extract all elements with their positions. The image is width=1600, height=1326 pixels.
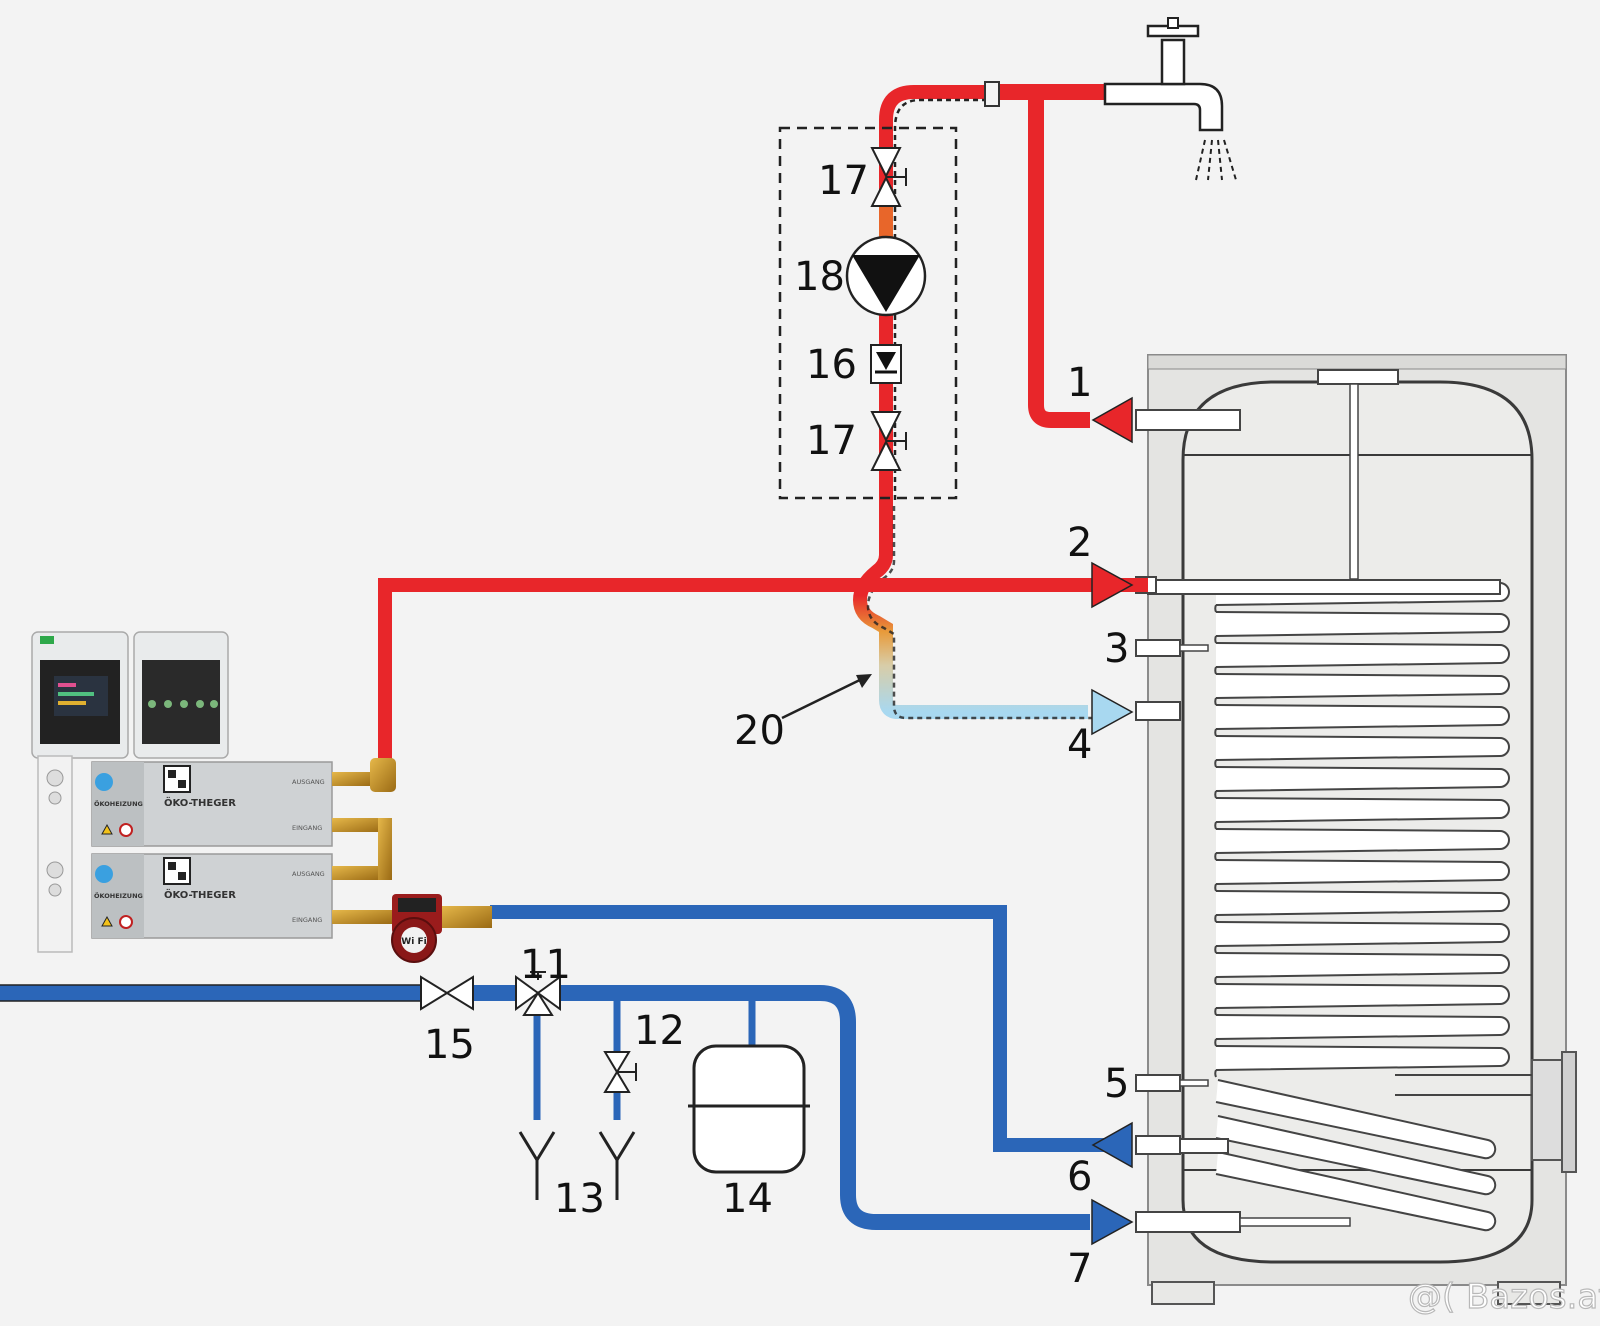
drain-funnel-icon — [518, 1131, 636, 1200]
device-brand-top: ÖKOHEIZUNG — [94, 799, 143, 808]
watermark: @( Bazos.at — [1408, 1277, 1600, 1317]
label-14: 14 — [722, 1176, 773, 1222]
label-20: 20 — [734, 708, 785, 754]
cold-water-supply-pipe — [0, 985, 1090, 1230]
pointer-arrow-20-icon — [781, 674, 872, 720]
circulation-pump-group — [778, 126, 958, 500]
coil-turn — [1214, 983, 1510, 1016]
label-4: 4 — [1067, 722, 1092, 768]
coil-turn — [1214, 890, 1510, 923]
coil-turn — [1214, 859, 1510, 892]
label-15: 15 — [424, 1022, 475, 1068]
expansion-vessel-icon — [688, 1044, 810, 1174]
device-model-bottom: ÖKO-THEGER — [164, 887, 236, 901]
label-7: 7 — [1067, 1246, 1092, 1292]
coil-return-turn — [1215, 1115, 1497, 1196]
heating-return-pipe — [490, 905, 1110, 1152]
coil-turn — [1214, 673, 1510, 706]
label-16: 16 — [806, 342, 857, 388]
check-valve-icon — [870, 344, 902, 384]
device-out-bottom: AUSGANG — [292, 870, 325, 878]
hot-water-outlet-pipe — [990, 84, 1110, 428]
heat-exchanger-coil — [1147, 579, 1510, 1232]
arrow-6-icon — [1091, 1121, 1133, 1169]
circulation-riser-pipe — [879, 85, 990, 500]
coil-turn — [1214, 797, 1510, 830]
arrow-2-icon — [1091, 561, 1134, 609]
coil-turn — [1214, 766, 1510, 799]
device-brand-bottom: ÖKOHEIZUNG — [94, 891, 143, 900]
device-in-top: EINGANG — [292, 824, 322, 832]
label-1: 1 — [1067, 360, 1092, 406]
storage-tank — [1135, 354, 1577, 1305]
coil-turn — [1214, 921, 1510, 954]
label-12: 12 — [634, 1008, 685, 1054]
shutoff-valve-bottom-icon — [870, 411, 907, 471]
coil-turn — [1214, 952, 1510, 985]
shutoff-valve-top-icon — [870, 147, 907, 207]
pump-wifi-badge: Wi Fi — [401, 937, 426, 947]
label-5: 5 — [1104, 1061, 1129, 1107]
coil-return-turn — [1215, 1151, 1497, 1232]
coil-turn — [1214, 642, 1510, 675]
device-model-top: ÖKO-THEGER — [164, 795, 236, 809]
coil-turn — [1214, 735, 1510, 768]
coil-turn — [1214, 1014, 1510, 1047]
device-in-bottom: EINGANG — [292, 916, 322, 924]
heating-circulator-pump-icon: Wi Fi — [391, 894, 442, 963]
heater-device-assembly: ÖKO-THEGER ÖKOHEIZUNG AUSGANG EINGANG ÖK… — [31, 631, 492, 963]
label-18: 18 — [794, 254, 845, 300]
heating-flow-pipe — [378, 578, 1148, 765]
label-17-bottom: 17 — [806, 418, 857, 464]
coil-turn — [1214, 828, 1510, 861]
circulation-return-pipe — [852, 500, 1088, 719]
label-17-top: 17 — [818, 158, 869, 204]
label-6: 6 — [1067, 1154, 1092, 1200]
coil-turn — [1214, 704, 1510, 737]
coil-turn — [1214, 611, 1510, 644]
coil-inlet — [1147, 579, 1501, 595]
coil-return-turn — [1215, 1079, 1497, 1160]
label-11: 11 — [520, 942, 571, 988]
arrow-7-icon — [1091, 1198, 1134, 1246]
label-13: 13 — [554, 1176, 605, 1222]
coil-turn — [1214, 1045, 1510, 1078]
arrow-4-icon — [1091, 688, 1134, 736]
device-out-top: AUSGANG — [292, 778, 325, 786]
circulation-pump-icon — [845, 235, 927, 317]
label-3: 3 — [1104, 626, 1129, 672]
main-shutoff-valve-icon — [420, 975, 474, 1011]
arrow-1-icon — [1091, 396, 1133, 444]
drain-valve-icon — [603, 1051, 637, 1093]
label-2: 2 — [1067, 520, 1092, 566]
water-tap-icon — [1103, 17, 1237, 181]
safety-valve-group-icon — [515, 971, 561, 1016]
